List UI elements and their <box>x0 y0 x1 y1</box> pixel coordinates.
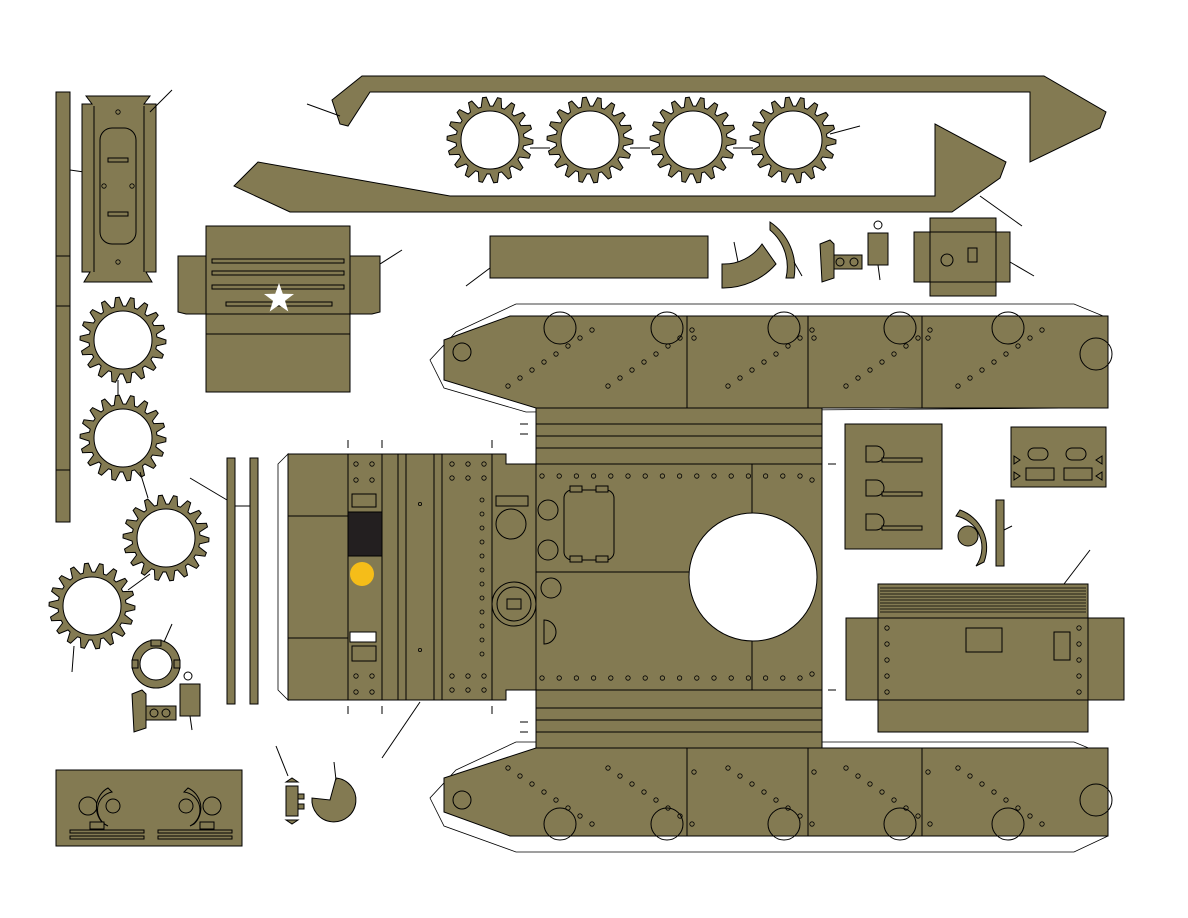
front-plate <box>177 225 403 393</box>
gear-wheel-icon <box>79 394 167 482</box>
gear-wheel-icon <box>649 96 737 184</box>
gear-wheel-icon <box>48 562 136 650</box>
gun-part-top <box>819 220 889 283</box>
rear-plate <box>81 89 173 283</box>
track-sprocket-row <box>446 96 837 184</box>
track-side-panel-lower <box>429 741 1113 853</box>
road-wheels-left <box>48 296 210 650</box>
gear-wheel-icon <box>79 296 167 384</box>
turret-opening <box>688 512 818 642</box>
side-strip-left <box>55 91 85 523</box>
gear-wheel-icon <box>546 96 634 184</box>
track-side-panel-upper <box>429 303 1113 413</box>
hull-left-section <box>277 440 537 759</box>
headlight-panel <box>1010 426 1107 488</box>
curved-parts <box>721 221 803 289</box>
box-net-top <box>913 217 1035 297</box>
road-wheel-leaders <box>71 380 151 673</box>
dark-hatch <box>347 511 383 557</box>
engine-deck <box>845 549 1125 733</box>
small-bottom-parts <box>275 745 357 825</box>
thin-strips <box>189 457 259 705</box>
track-strip <box>233 75 1107 227</box>
star-icon <box>264 283 294 312</box>
yellow-light <box>350 562 374 586</box>
small-ring <box>131 623 181 689</box>
periscope-panel <box>844 423 943 550</box>
hull-body <box>520 407 836 749</box>
gun-part-bottom <box>131 671 201 733</box>
gear-wheel-icon <box>446 96 534 184</box>
fender-panel <box>465 235 709 287</box>
gear-wheel-icon <box>749 96 837 184</box>
bottom-left-plate <box>55 769 243 847</box>
turret-hinge-parts <box>955 499 1013 567</box>
gear-wheel-icon <box>122 494 210 582</box>
